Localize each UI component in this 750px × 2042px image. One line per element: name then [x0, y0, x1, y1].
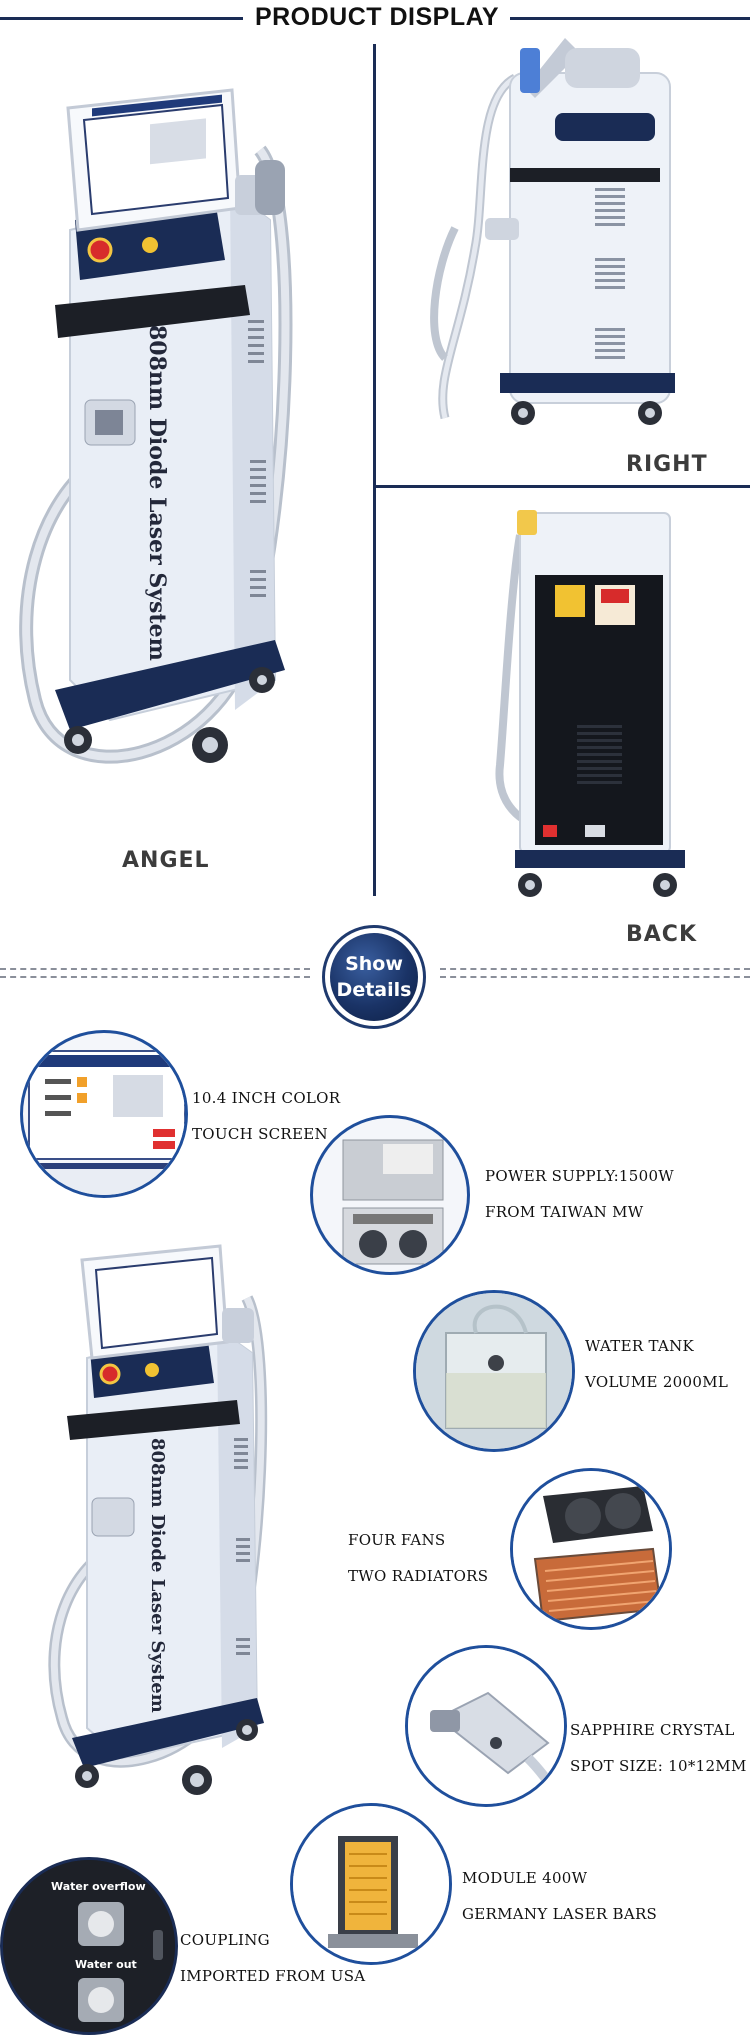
detail-touch-screen-image: [20, 1030, 188, 1198]
view-label-back: BACK: [626, 922, 697, 947]
machine-angle-view: 808nm Diode Laser System: [19, 88, 293, 764]
page-title: PRODUCT DISPLAY: [254, 3, 500, 31]
detail-water-tank-image: [413, 1290, 575, 1452]
view-label-angel: ANGEL: [122, 848, 210, 873]
machine-right-view: [430, 38, 675, 425]
detail-module-image: [290, 1803, 452, 1965]
header-rule-left: [0, 17, 243, 20]
machine-side-text: 808nm Diode Laser System: [144, 325, 170, 661]
view-label-right: RIGHT: [626, 452, 708, 477]
header-rule-right: [510, 17, 750, 20]
machine-back-view: [495, 510, 685, 897]
detail-text-touch-screen: 10.4 INCH COLOR TOUCH SCREEN: [192, 1089, 341, 1143]
detail-fans-image: [510, 1468, 672, 1630]
show-details-line1: Show: [345, 953, 403, 975]
detail-coupling-image: Water overflow Water out: [0, 1857, 178, 2035]
detail-text-coupling: COUPLING IMPORTED FROM USA: [180, 1931, 366, 1985]
horizontal-divider: [376, 485, 750, 488]
machine-details-view: 808nm Diode Laser System: [48, 1244, 268, 1795]
machine-details-side-text: 808nm Diode Laser System: [147, 1438, 168, 1713]
detail-text-sapphire: SAPPHIRE CRYSTAL SPOT SIZE: 10*12MM: [570, 1721, 747, 1775]
show-details-line2: Details: [336, 979, 412, 1001]
show-details-badge: Show Details: [322, 925, 426, 1029]
detail-text-fans: FOUR FANS TWO RADIATORS: [348, 1531, 489, 1585]
vertical-divider: [373, 44, 376, 896]
dashed-rule-left: [0, 968, 310, 978]
coupling-label-bottom: Water out: [75, 1958, 137, 1971]
dashed-rule-right: [440, 968, 750, 978]
detail-text-water-tank: WATER TANK VOLUME 2000ML: [585, 1337, 729, 1391]
detail-sapphire-image: [405, 1645, 567, 1807]
detail-power-supply-image: [310, 1115, 470, 1275]
detail-text-power-supply: POWER SUPPLY:1500W FROM TAIWAN MW: [485, 1167, 675, 1221]
detail-text-module: MODULE 400W GERMANY LASER BARS: [462, 1869, 658, 1923]
coupling-label-top: Water overflow: [51, 1880, 146, 1893]
